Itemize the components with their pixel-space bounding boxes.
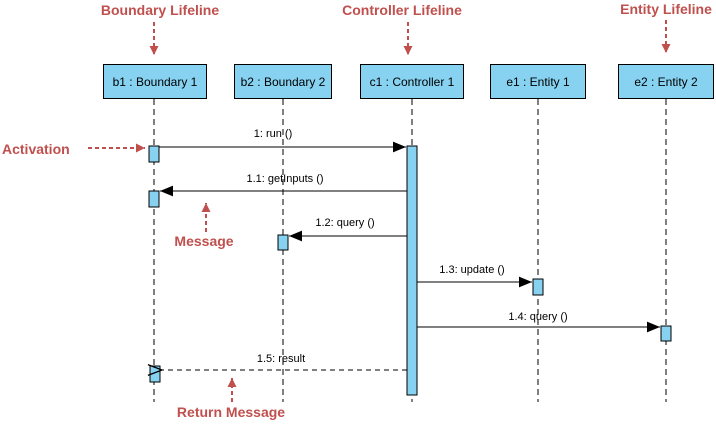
activation-b2	[277, 234, 289, 251]
annotation-return-message: Return Message	[176, 404, 286, 420]
message-label-update: 1.3: update ()	[439, 264, 505, 276]
annotation-controller-lifeline: Controller Lifeline	[342, 2, 462, 18]
annotation-entity-lifeline: Entity Lifeline	[620, 1, 712, 17]
activation-b1-1	[148, 145, 160, 163]
lifeline-head-b2: b2 : Boundary 2	[234, 64, 332, 99]
annotation-activation: Activation	[2, 141, 70, 157]
message-label-result: 1.5: result	[256, 353, 306, 365]
activation-e2	[660, 325, 672, 342]
activation-b1-2	[148, 190, 160, 208]
message-label-getinputs: 1.1: getInputs ()	[246, 173, 324, 185]
lifeline-head-e1: e1 : Entity 1	[490, 64, 586, 99]
lifeline-head-b1: b1 : Boundary 1	[103, 64, 207, 99]
activation-b1-return	[149, 365, 161, 383]
activation-e1	[532, 278, 544, 296]
message-label-query-e2: 1.4: query ()	[508, 311, 568, 323]
lifeline-head-c1: c1 : Controller 1	[360, 64, 464, 99]
message-label-query-b2: 1.2: query ()	[315, 217, 375, 229]
annotation-boundary-lifeline: Boundary Lifeline	[100, 2, 220, 18]
annotation-message: Message	[174, 233, 234, 249]
activation-c1	[406, 145, 418, 396]
message-label-run: 1: run ()	[253, 128, 293, 140]
lifeline-head-e2: e2 : Entity 2	[618, 64, 714, 99]
